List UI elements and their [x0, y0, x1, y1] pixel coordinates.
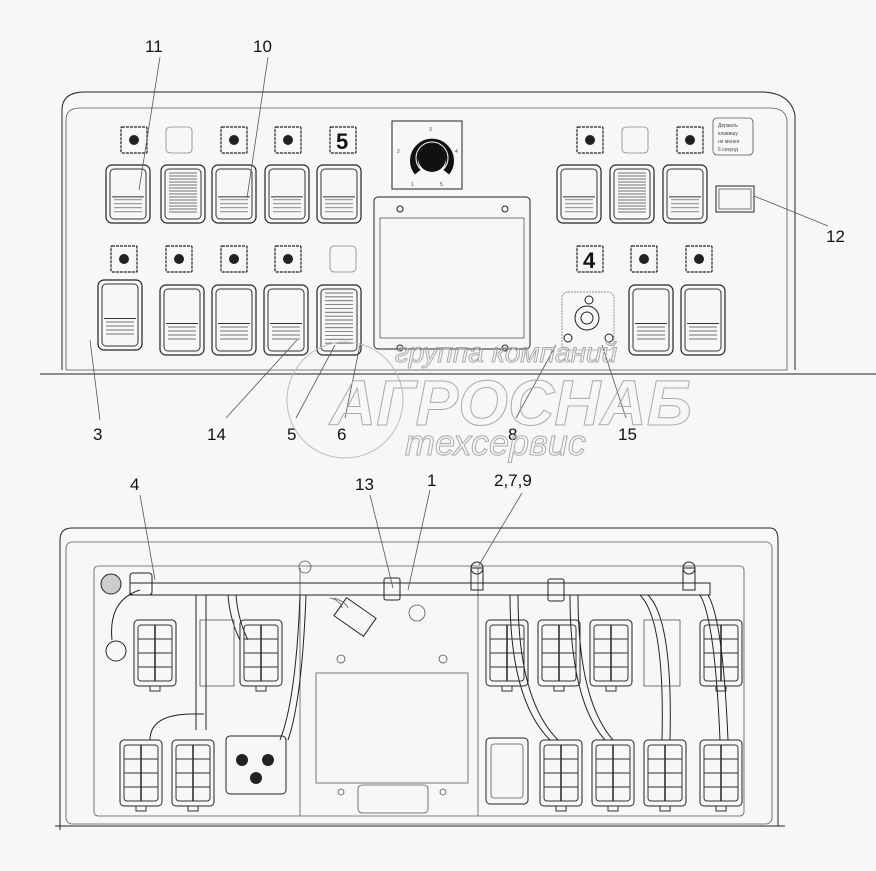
fan-icon [274, 126, 302, 154]
blank-icon [621, 126, 649, 154]
rocker-switch[interactable] [264, 164, 310, 224]
watermark-line-1: группа компаний [395, 337, 618, 368]
diagnostic-socket [561, 291, 615, 351]
number-5-icon: 5 [329, 126, 357, 154]
bottom-row-icons: 4 [110, 245, 713, 273]
rocker-switch[interactable] [609, 164, 655, 224]
beacon-icon [676, 126, 704, 154]
rocker-switch[interactable] [628, 284, 674, 356]
callout-15: 15 [618, 425, 637, 444]
connector-block [537, 619, 581, 692]
lift-arm-icon [165, 245, 193, 273]
warning-line-1: Держать [718, 123, 738, 129]
rocker-switch[interactable] [662, 164, 708, 224]
differential-lock-icon [630, 245, 658, 273]
rocker-switch[interactable] [316, 164, 362, 224]
callout-10: 10 [253, 37, 272, 56]
number-4-icon-text: 4 [583, 248, 596, 273]
callout-12: 12 [826, 227, 845, 246]
callout-14: 14 [207, 425, 226, 444]
callout-3: 3 [93, 425, 102, 444]
front-panel [40, 91, 876, 375]
rocker-switch[interactable] [316, 284, 362, 356]
connector-block [699, 619, 743, 692]
knob-scale-1: 1 [411, 182, 414, 188]
rear-leader-lines [139, 489, 523, 591]
rocker-switch[interactable] [263, 284, 309, 356]
connector-block [591, 739, 635, 812]
blank-icon [329, 245, 357, 273]
connector-block [643, 739, 687, 812]
display-plate [373, 196, 531, 352]
rocker-switches [97, 164, 726, 356]
connector-block [239, 619, 283, 692]
connector-block [485, 619, 529, 692]
front-leader-lines [89, 56, 829, 421]
warning-plate: Держать клавишу не менее 6 секунд [712, 117, 754, 156]
rocker-switch[interactable] [160, 164, 206, 224]
tractor-hitch-icon [110, 245, 138, 273]
rear-callouts: 4 13 1 2,7,9 [130, 471, 532, 494]
watermark-line-2: АГРОСНАБ [328, 367, 692, 439]
switch-symbol-icon [685, 245, 713, 273]
rocker-switch[interactable] [211, 284, 257, 356]
sun-light-icon [120, 126, 148, 154]
number-4-icon: 4 [576, 245, 604, 273]
rocker-switch[interactable] [159, 284, 205, 356]
watermark: группа компаний АГРОСНАБ техсервис [286, 337, 692, 464]
connector-block [539, 739, 583, 812]
rocker-switch[interactable] [680, 284, 726, 356]
watermark-line-3: техсервис [405, 422, 586, 463]
rotary-knob[interactable]: 1 2 3 4 5 [391, 120, 463, 190]
number-5-icon-text: 5 [336, 129, 348, 154]
top-row-icons: 5 [120, 126, 704, 154]
rear-heater-icon [274, 245, 302, 273]
connector-block [119, 739, 163, 812]
rocker-switch[interactable] [97, 279, 143, 351]
warning-line-4: 6 секунд [718, 147, 738, 153]
rocker-switch[interactable] [556, 164, 602, 224]
warning-line-3: не менее [718, 139, 740, 145]
callout-8: 8 [508, 425, 517, 444]
connector-block [699, 739, 743, 812]
rocker-switch[interactable] [211, 164, 257, 224]
rocker-switch[interactable] [105, 164, 151, 224]
callout-4: 4 [130, 475, 139, 494]
heater-down-icon [220, 245, 248, 273]
knob-scale-3: 3 [429, 127, 432, 133]
knob-scale-2: 2 [397, 149, 400, 155]
connectors [119, 619, 743, 812]
connector-block [133, 619, 177, 692]
blank-icon [165, 126, 193, 154]
knob-scale-4: 4 [455, 149, 458, 155]
front-callouts: 11 10 12 3 14 5 6 8 15 [93, 37, 845, 444]
connector-block [171, 739, 215, 812]
callout-6: 6 [337, 425, 346, 444]
callout-2-7-9: 2,7,9 [494, 471, 532, 490]
knob-cap[interactable] [418, 144, 446, 172]
knob-scale-5: 5 [440, 182, 443, 188]
connector-block [589, 619, 633, 692]
warning-line-2: клавишу [718, 131, 738, 137]
wiper-washer-icon [220, 126, 248, 154]
callout-1: 1 [427, 471, 436, 490]
callout-13: 13 [355, 475, 374, 494]
magnet-icon [576, 126, 604, 154]
callout-11: 11 [145, 37, 163, 56]
rear-panel [55, 527, 785, 830]
indicator-window [715, 185, 755, 213]
callout-5: 5 [287, 425, 296, 444]
